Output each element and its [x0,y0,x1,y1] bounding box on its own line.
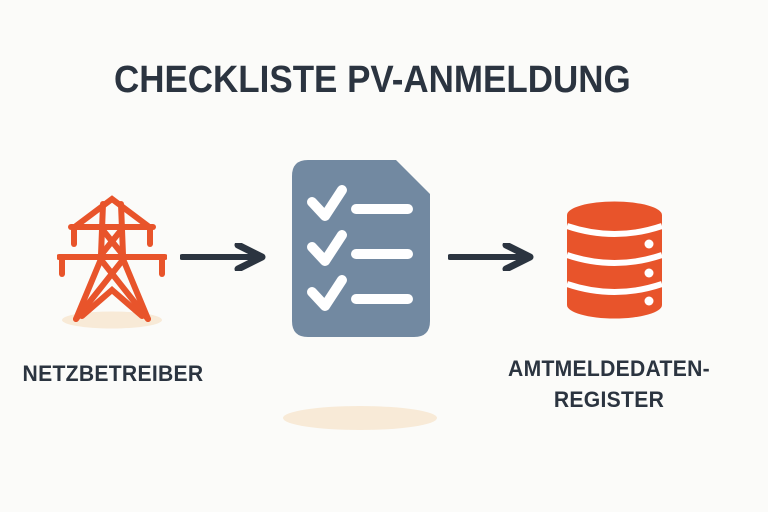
source-label: NETZBETREIBER [22,361,204,386]
tower-shadow [62,311,162,329]
checkmark-icon [307,275,347,311]
target-label: AMTMELDEDATEN- REGISTER [494,353,724,415]
transmission-tower-icon [57,195,167,329]
arrow-right-icon [448,243,534,271]
target-label-line1: AMTMELDEDATEN- [508,356,710,381]
arrow-right-icon [180,243,266,271]
database-icon [566,201,663,319]
target-label-line2: REGISTER [553,387,665,412]
page-title: CHECKLISTE PV-ANMELDUNG [114,59,631,101]
checklist-document-icon [292,160,430,337]
checkmark-icon [307,185,347,221]
checkmark-icon [307,230,347,266]
document-shadow [283,406,437,430]
